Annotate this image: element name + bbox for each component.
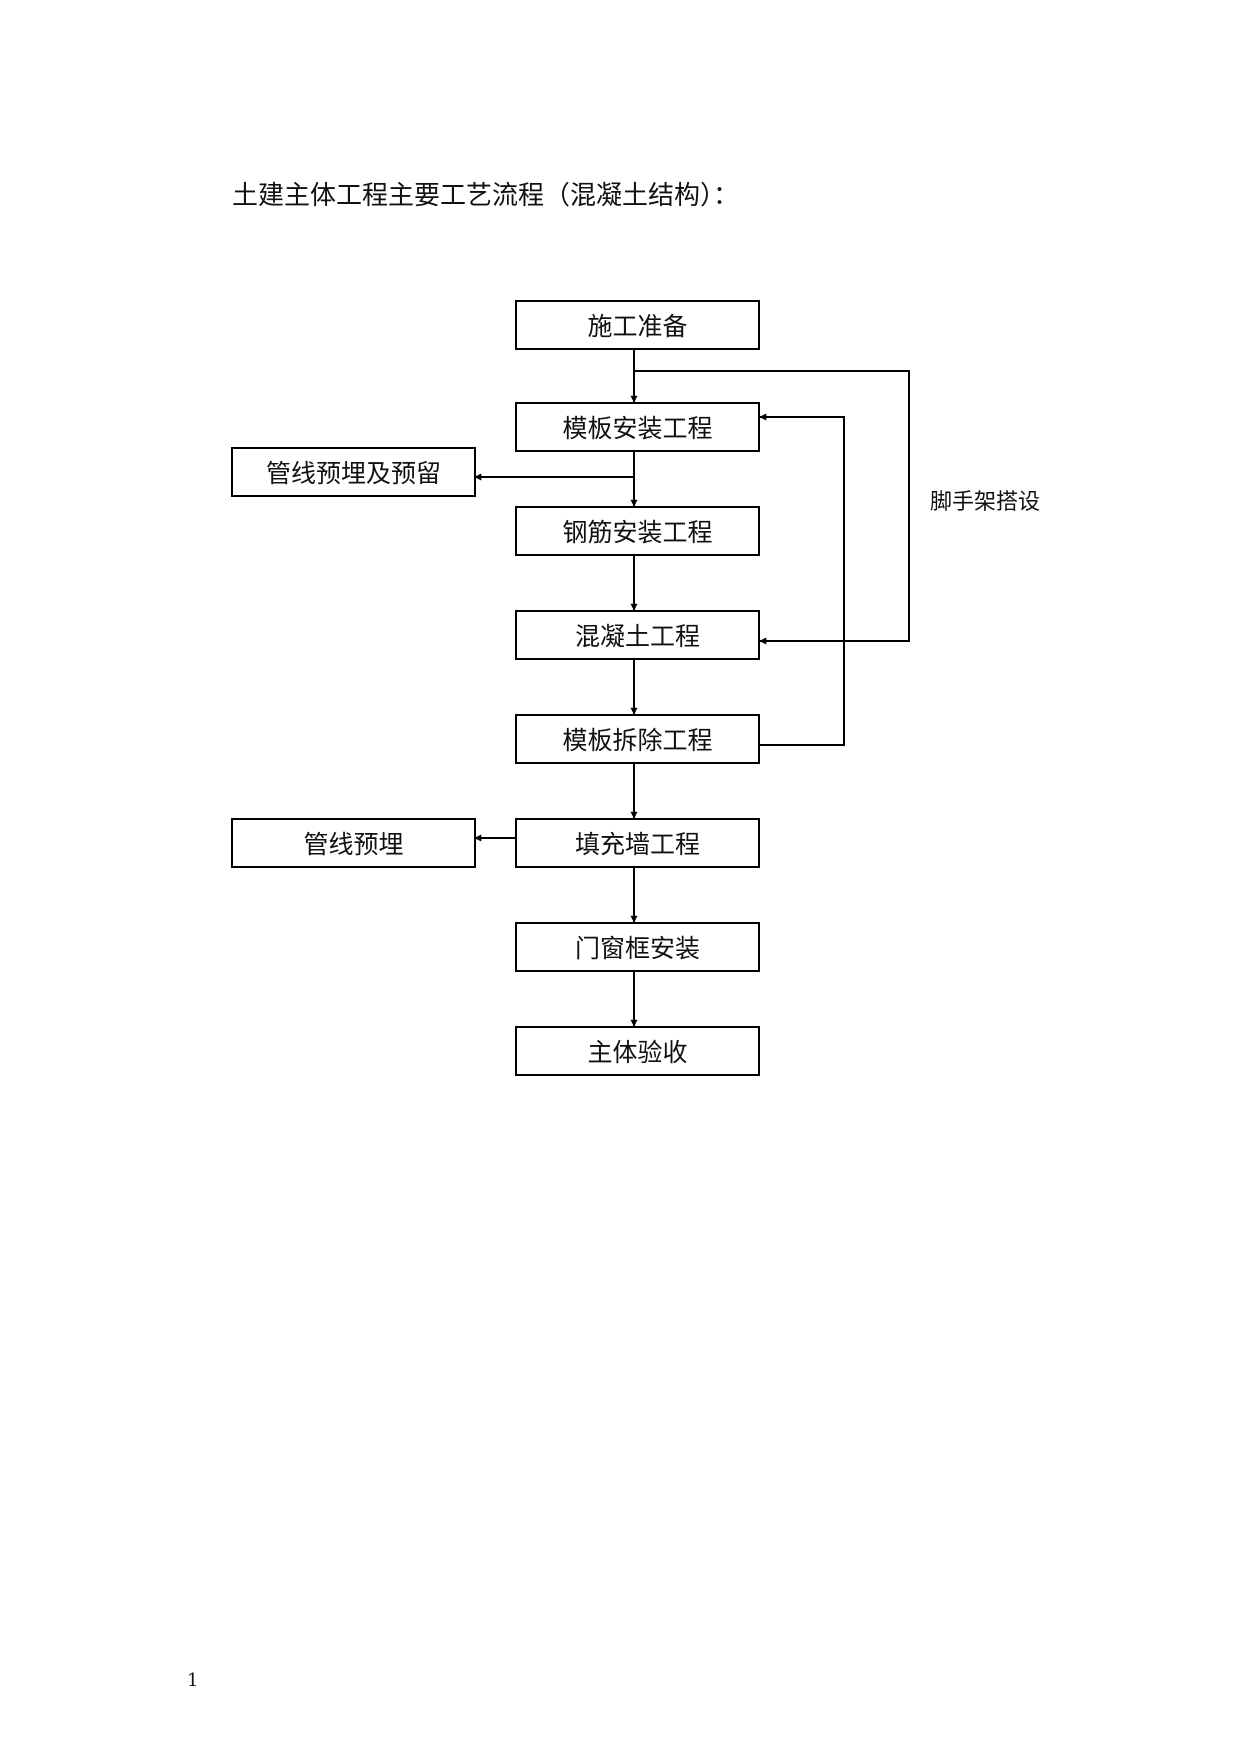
node-concrete: 混凝土工程 bbox=[515, 610, 760, 660]
page-title: 土建主体工程主要工艺流程（混凝土结构）： bbox=[232, 181, 740, 211]
formwork-reuse-loop bbox=[759, 413, 845, 746]
node-pipe-embed-reserve: 管线预埋及预留 bbox=[231, 447, 476, 497]
node-formwork-remove: 模板拆除工程 bbox=[515, 714, 760, 764]
node-formwork-install: 模板安装工程 bbox=[515, 402, 760, 452]
node-construction-prep: 施工准备 bbox=[515, 300, 760, 350]
scaffolding-loop bbox=[634, 370, 910, 645]
node-structure-acceptance: 主体验收 bbox=[515, 1026, 760, 1076]
node-door-window-frame: 门窗框安装 bbox=[515, 922, 760, 972]
node-rebar-install: 钢筋安装工程 bbox=[515, 506, 760, 556]
page-number: 1 bbox=[187, 1670, 199, 1691]
scaffolding-label: 脚手架搭设 bbox=[930, 490, 1041, 515]
node-pipe-embed: 管线预埋 bbox=[231, 818, 476, 868]
node-infill-wall: 填充墙工程 bbox=[515, 818, 760, 868]
